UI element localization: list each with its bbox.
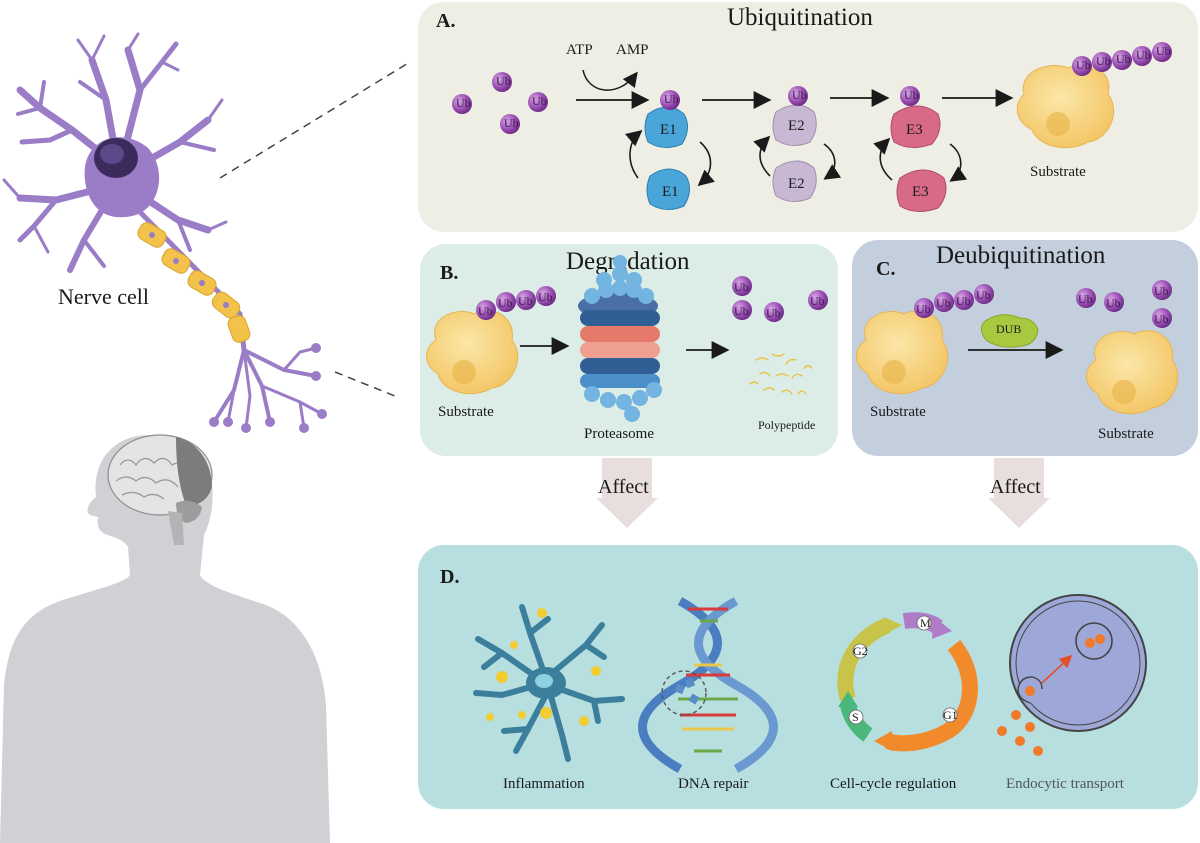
- inflammation-label: Inflammation: [503, 776, 585, 792]
- panel-c-substrate-right-label: Substrate: [1098, 426, 1154, 442]
- e3-active-label: E3: [906, 122, 923, 138]
- ub-token: Ub: [664, 92, 679, 106]
- panel-c-substrate-left-label: Substrate: [870, 404, 926, 420]
- ub-token: Ub: [1154, 312, 1169, 326]
- e1-active-label: E1: [660, 122, 677, 138]
- panel-a-title: Ubiquitination: [727, 4, 873, 31]
- panel-d-illustration: [473, 594, 1147, 773]
- ub-token: Ub: [498, 296, 513, 310]
- ub-token: Ub: [1136, 48, 1151, 62]
- ub-token: Ub: [1078, 292, 1093, 306]
- panel-a-illustration: [452, 42, 1172, 212]
- ub-token: Ub: [792, 88, 807, 102]
- cell-cycle-label: Cell-cycle regulation: [830, 776, 957, 792]
- cell-cycle-icon: [837, 612, 978, 752]
- e2-active-label: E2: [788, 118, 805, 134]
- atp-label: ATP: [566, 42, 593, 58]
- ub-token: Ub: [1106, 296, 1121, 310]
- ub-token: Ub: [904, 88, 919, 102]
- affect-right-label: Affect: [990, 476, 1041, 498]
- ub-token: Ub: [766, 306, 781, 320]
- affect-arrow-left: [596, 458, 658, 528]
- neuron-illustration: [2, 32, 327, 433]
- ub-token: Ub: [504, 116, 519, 130]
- panel-d-letter: D.: [440, 566, 460, 588]
- e2-inactive-label: E2: [788, 176, 805, 192]
- ub-token: Ub: [976, 288, 991, 302]
- phase-m-label: M: [920, 616, 931, 630]
- ub-token: Ub: [478, 304, 493, 318]
- ub-token: Ub: [456, 96, 471, 110]
- panel-c-letter: C.: [876, 258, 896, 280]
- panel-b-illustration: [426, 255, 828, 422]
- affect-left-label: Affect: [598, 476, 649, 498]
- ub-token: Ub: [538, 290, 553, 304]
- dna-repair-label: DNA repair: [678, 776, 749, 792]
- ub-token: Ub: [1116, 52, 1131, 66]
- panel-b-substrate-label: Substrate: [438, 404, 494, 420]
- nerve-cell-label: Nerve cell: [58, 284, 149, 309]
- panel-a-letter: A.: [436, 10, 456, 32]
- ub-token: Ub: [916, 302, 931, 316]
- ub-token: Ub: [810, 294, 825, 308]
- proteasome-label: Proteasome: [584, 426, 654, 442]
- ub-token: Ub: [1156, 44, 1171, 58]
- panel-a-substrate-label: Substrate: [1030, 164, 1086, 180]
- ub-token: Ub: [496, 74, 511, 88]
- ub-token: Ub: [532, 94, 547, 108]
- polypeptide-label: Polypeptide: [758, 418, 816, 432]
- ub-token: Ub: [1154, 284, 1169, 298]
- panel-c-title: Deubiquitination: [936, 242, 1106, 269]
- proteasome-icon: [578, 255, 662, 422]
- panel-b-title: Degradation: [566, 248, 690, 275]
- endocytic-transport-icon: [997, 594, 1147, 756]
- dna-helix-icon: [638, 597, 778, 773]
- ub-token: Ub: [1096, 54, 1111, 68]
- panel-c-illustration: [856, 280, 1178, 415]
- inflammation-icon: [473, 604, 625, 762]
- endocytic-transport-label: Endocytic transport: [1006, 776, 1124, 792]
- panel-b-letter: B.: [440, 262, 459, 284]
- phase-g1-label: G1: [943, 708, 958, 722]
- affect-arrow-right: [988, 458, 1050, 528]
- ub-token: Ub: [734, 304, 749, 318]
- dub-label: DUB: [996, 322, 1022, 336]
- free-ubiquitin-group: [452, 72, 548, 134]
- ub-token: Ub: [956, 294, 971, 308]
- phase-g2-label: G2: [853, 644, 868, 658]
- phase-s-label: S: [852, 710, 859, 724]
- ub-token: Ub: [936, 296, 951, 310]
- e1-inactive-label: E1: [662, 184, 679, 200]
- ub-token: Ub: [518, 294, 533, 308]
- amp-label: AMP: [616, 42, 649, 58]
- ub-token: Ub: [1076, 58, 1091, 72]
- e3-inactive-label: E3: [912, 184, 929, 200]
- human-body-silhouette: [0, 434, 330, 843]
- ub-token: Ub: [734, 280, 749, 294]
